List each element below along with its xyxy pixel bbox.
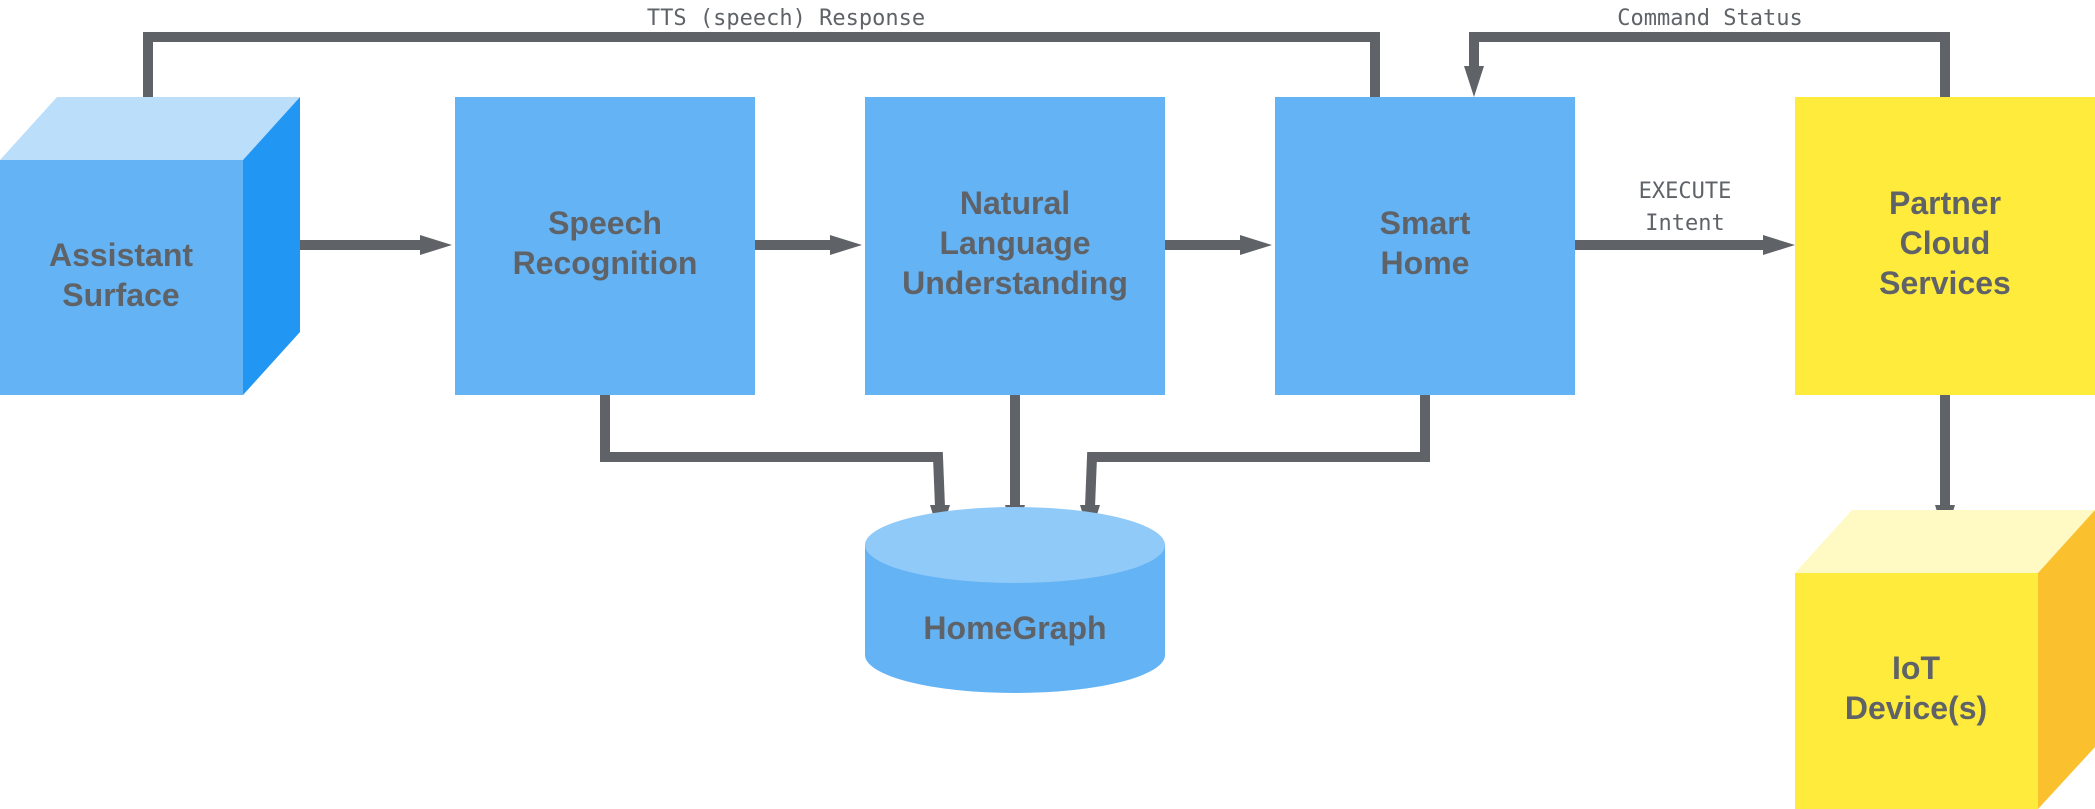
iot-devices-label: IoT Device(s) <box>1845 650 1987 726</box>
assistant-surface-top <box>0 97 300 160</box>
node-homegraph: HomeGraph <box>865 507 1165 693</box>
arrowhead-command-status <box>1464 66 1484 97</box>
label-line: HomeGraph <box>923 610 1106 646</box>
label-line: Intent <box>1645 211 1724 236</box>
partner-cloud-box <box>1795 97 2095 395</box>
node-iot-devices: IoT Device(s) <box>1795 510 2095 809</box>
arrowhead-surface-to-speech <box>420 235 452 255</box>
label-line: Smart <box>1380 205 1471 241</box>
arrowhead-execute-intent <box>1763 235 1795 255</box>
arrowhead-speech-to-nlu <box>830 235 862 255</box>
label-line: Device(s) <box>1845 690 1987 726</box>
homegraph-label: HomeGraph <box>923 610 1106 646</box>
label-line: Language <box>939 225 1090 261</box>
assistant-surface-front <box>0 160 243 395</box>
iot-devices-top <box>1795 510 2095 573</box>
label-line: IoT <box>1892 650 1940 686</box>
label-line: Services <box>1879 265 2011 301</box>
label-line: Home <box>1381 245 1470 281</box>
edge-label-tts-response: TTS (speech) Response <box>647 6 925 31</box>
edge-smarthome-to-homegraph <box>1085 395 1430 508</box>
edge-command-status <box>1469 32 1950 97</box>
label-line: Recognition <box>513 245 698 281</box>
iot-devices-side <box>2038 510 2095 809</box>
edge-tts-response <box>143 32 1380 100</box>
label-line: Natural <box>960 185 1070 221</box>
homegraph-cylinder-body <box>865 545 1165 693</box>
label-line: Speech <box>548 205 662 241</box>
label-line: EXECUTE <box>1639 179 1732 204</box>
speech-recognition-box <box>455 97 755 395</box>
edge-label-execute-intent: EXECUTE Intent <box>1639 179 1732 236</box>
edge-speech-to-homegraph <box>600 395 945 508</box>
smart-home-box <box>1275 97 1575 395</box>
label-line: Surface <box>62 277 179 313</box>
label-line: Assistant <box>49 237 193 273</box>
label-line: Understanding <box>902 265 1128 301</box>
homegraph-cylinder-top <box>865 507 1165 583</box>
assistant-surface-side <box>243 97 300 395</box>
iot-devices-front <box>1795 573 2038 809</box>
label-line: Cloud <box>1900 225 1991 261</box>
nlu-box <box>865 97 1165 395</box>
label-line: Partner <box>1889 185 2001 221</box>
edge-label-command-status: Command Status <box>1617 6 1802 31</box>
arrowhead-nlu-to-smarthome <box>1240 235 1272 255</box>
